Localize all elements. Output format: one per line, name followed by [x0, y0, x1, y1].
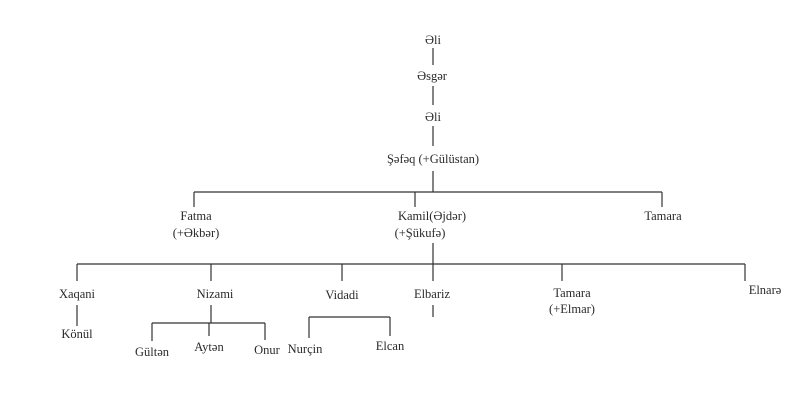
node-kamil: Kamil(Əjdər) [398, 209, 466, 223]
node-sefeq: Şəfəq (+Gülüstan) [387, 152, 479, 166]
node-tamara-2-spouse: (+Elmar) [549, 302, 595, 316]
node-nurcin: Nurçin [288, 342, 323, 356]
node-nizami: Nizami [197, 287, 234, 301]
node-ayten: Aytən [194, 340, 224, 354]
tree-connectors [76, 48, 746, 341]
node-tamara: Tamara [644, 209, 682, 223]
node-gulten: Gültən [135, 345, 170, 359]
node-elbariz: Elbariz [414, 287, 451, 301]
node-vidadi: Vidadi [325, 288, 359, 302]
node-kamil-spouse: (+Şükufə) [395, 226, 446, 240]
node-konul: Könül [61, 327, 93, 341]
node-eli-2: Əli [425, 110, 442, 124]
node-elcan: Elcan [376, 339, 405, 353]
node-elnare: Elnarə [749, 283, 782, 297]
node-fatma: Fatma [180, 209, 212, 223]
node-xaqani: Xaqani [59, 287, 96, 301]
node-tamara-2: Tamara [553, 286, 591, 300]
node-eli-1: Əli [425, 33, 442, 47]
node-esger: Əsgər [417, 69, 448, 83]
node-fatma-spouse: (+Əkbər) [173, 226, 220, 240]
node-onur: Onur [254, 343, 281, 357]
